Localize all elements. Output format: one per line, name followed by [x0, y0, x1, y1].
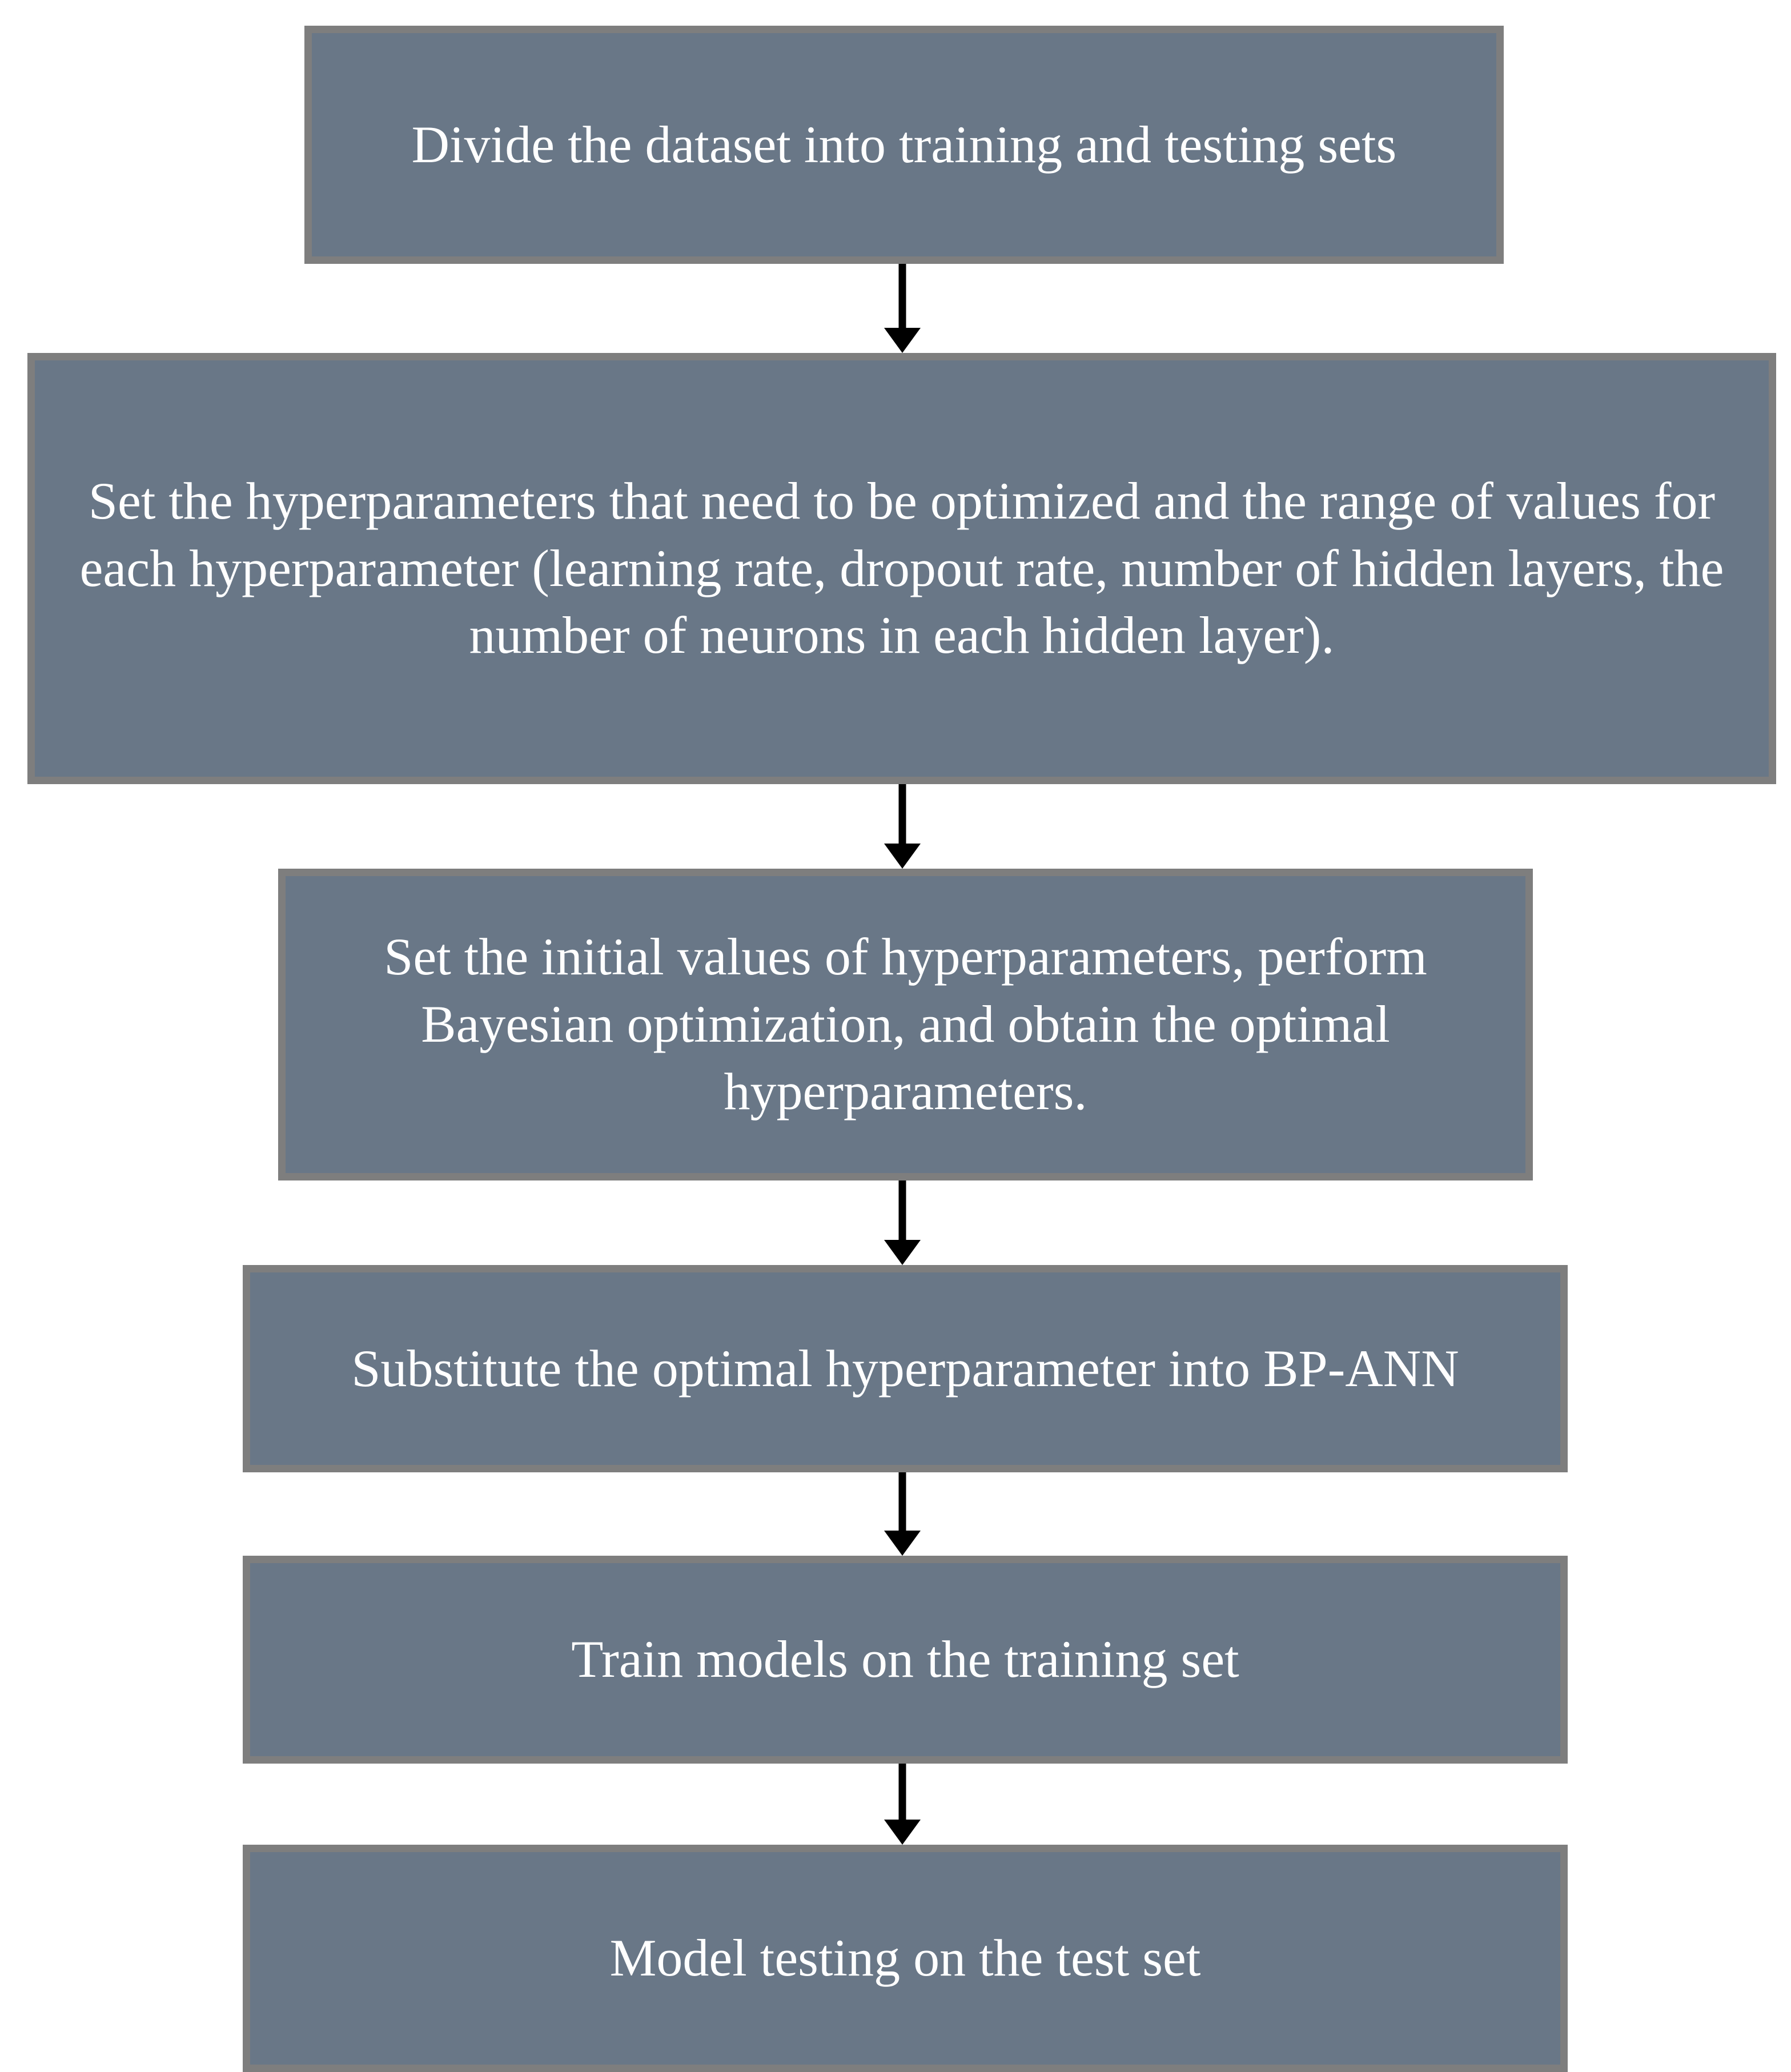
flow-node-train-models[interactable]: Train models on the training set — [243, 1556, 1568, 1764]
flow-node-substitute-hyperparameter[interactable]: Substitute the optimal hyperparameter in… — [243, 1265, 1568, 1472]
flow-node-label: Model testing on the test set — [609, 1929, 1201, 1987]
flow-node-model-testing[interactable]: Model testing on the test set — [243, 1845, 1568, 2072]
flow-arrow-down-2 — [884, 784, 921, 869]
flow-node-set-hyperparameter-ranges[interactable]: Set the hyperparameters that need to be … — [27, 353, 1776, 784]
flow-node-label: Substitute the optimal hyperparameter in… — [351, 1339, 1459, 1398]
flow-node-label: Set the hyperparameters that need to be … — [79, 471, 1724, 665]
flow-node-label: Train models on the training set — [571, 1630, 1239, 1689]
flow-node-divide-dataset[interactable]: Divide the dataset into training and tes… — [304, 26, 1504, 264]
flow-arrow-down-1 — [884, 264, 921, 353]
flow-node-label: Set the initial values of hyperparameter… — [384, 927, 1427, 1121]
flow-node-bayesian-optimization[interactable]: Set the initial values of hyperparameter… — [278, 869, 1533, 1180]
flow-arrow-down-5 — [884, 1764, 921, 1845]
flow-arrow-down-4 — [884, 1472, 921, 1556]
flow-arrow-down-3 — [884, 1180, 921, 1265]
flow-node-label: Divide the dataset into training and tes… — [411, 115, 1397, 174]
